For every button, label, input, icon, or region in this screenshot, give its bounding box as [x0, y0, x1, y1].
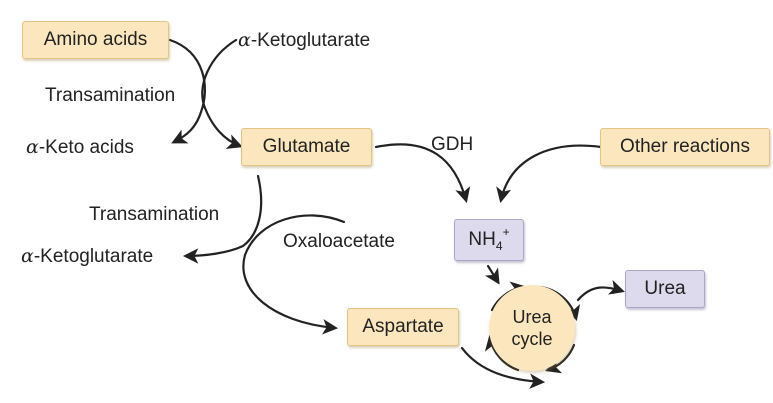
- urea-cycle-line2: cycle: [511, 329, 553, 349]
- cycle-arc-bottom-right: [545, 343, 576, 374]
- arrow-urea-cycle-to-urea: [576, 279, 625, 302]
- urea-cycle-node: Urea cycle: [489, 285, 575, 371]
- arrow-glutamate-to-nh4: [374, 143, 471, 203]
- arrow-amino-acids-to-keto-acids: [168, 38, 206, 144]
- arrow-ketoglutarate-to-glutamate: [201, 38, 243, 149]
- urea-cycle-line1: Urea: [512, 307, 552, 327]
- transamination-top-label: Transamination: [45, 85, 176, 106]
- arrow-other-reactions-to-nh4: [496, 144, 603, 204]
- other-reactions-box: Other reactions: [600, 128, 770, 166]
- other-reactions-label: Other reactions: [620, 136, 750, 157]
- nh4-box: NH4+: [454, 219, 524, 261]
- gdh-label: GDH: [431, 134, 474, 155]
- transamination-bottom-label: Transamination: [89, 204, 220, 225]
- nh4-label: NH4+: [468, 225, 510, 253]
- alpha-ketoglutarate-bottom-label: α-Ketoglutarate: [21, 245, 154, 267]
- glutamate-box: Glutamate: [241, 128, 372, 166]
- arrow-aspartate-to-urea-cycle: [460, 346, 546, 389]
- urea-box: Urea: [625, 270, 705, 308]
- oxaloacetate-label: Oxaloacetate: [283, 231, 395, 252]
- aspartate-box: Aspartate: [347, 308, 459, 346]
- glutamate-label: Glutamate: [262, 136, 351, 157]
- arrow-oxaloacetate-to-aspartate: [242, 214, 346, 335]
- urea-label: Urea: [644, 278, 686, 299]
- arrow-nh4-to-urea-cycle: [484, 264, 500, 285]
- alpha-ketoglutarate-top-label: α-Ketoglutarate: [238, 29, 371, 51]
- arrow-glutamate-to-ketoglutarate: [182, 174, 263, 264]
- alpha-keto-acids-label: α-Keto acids: [26, 136, 134, 158]
- amino-acids-box: Amino acids: [22, 21, 169, 59]
- aspartate-label: Aspartate: [362, 316, 444, 337]
- amino-acids-label: Amino acids: [43, 29, 148, 50]
